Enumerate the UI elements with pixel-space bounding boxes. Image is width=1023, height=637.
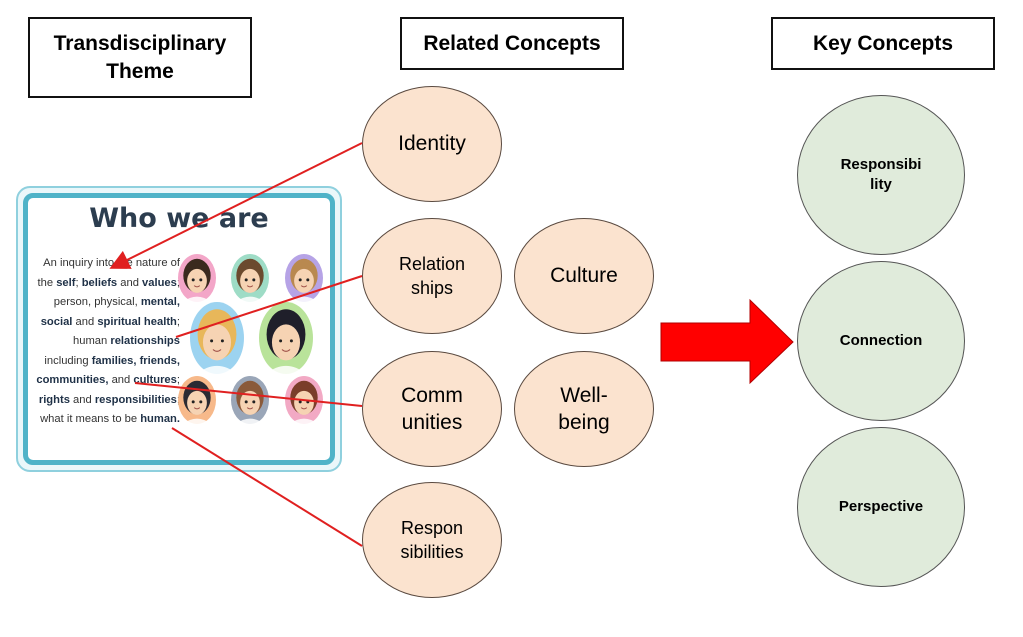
key-concept-connection: Connection [797,261,965,421]
related-concept-wellbeing: Well- being [514,351,654,467]
child-face [178,254,216,302]
related-concept-identity: Identity [362,86,502,202]
related-concept-relationships: Relation ships [362,218,502,334]
big-right-arrow [660,298,794,385]
description-segment: rights [38,393,70,406]
description-segment: mental, social [40,296,180,328]
child-face [231,254,269,302]
description-segment: spiritual health [97,315,177,328]
child-face [231,376,269,424]
theme-header: Transdisciplinary Theme [28,17,252,98]
description-segment: and [69,393,95,406]
description-segment: including [44,354,92,367]
description-segment: relationships [110,335,180,347]
related-concept-communities: Comm unities [362,351,502,467]
identity-connector-arrow [109,142,363,269]
description-segment: self [56,276,76,289]
description-segment: beliefs [81,276,118,289]
description-segment: and [117,276,143,289]
theme-card-description: An inquiry into the nature of the self; … [30,254,180,430]
description-segment: values [142,276,177,289]
relationships-connector-line [175,275,363,338]
communities-connector-line [134,382,363,407]
key-concepts-header: Key Concepts [771,17,995,70]
description-segment: human. [140,413,180,425]
description-segment: ; [75,276,82,289]
child-face [259,302,313,374]
theme-card-title: Who we are [89,203,269,234]
description-segment: families, friends, communities, [36,354,180,387]
description-segment: ; human [73,315,180,348]
description-segment: and [108,374,134,386]
key-concept-perspective: Perspective [797,427,965,587]
description-segment: responsibilities [94,393,177,406]
description-segment: and [72,315,98,328]
child-face [285,254,323,302]
related-concept-responsibilities: Respon sibilities [362,482,502,598]
related-concept-culture: Culture [514,218,654,334]
related-concepts-header: Related Concepts [400,17,624,70]
key-concept-responsibility: Responsibi lity [797,95,965,255]
responsibilities-connector-line [171,427,363,547]
description-segment: ; [176,374,180,386]
